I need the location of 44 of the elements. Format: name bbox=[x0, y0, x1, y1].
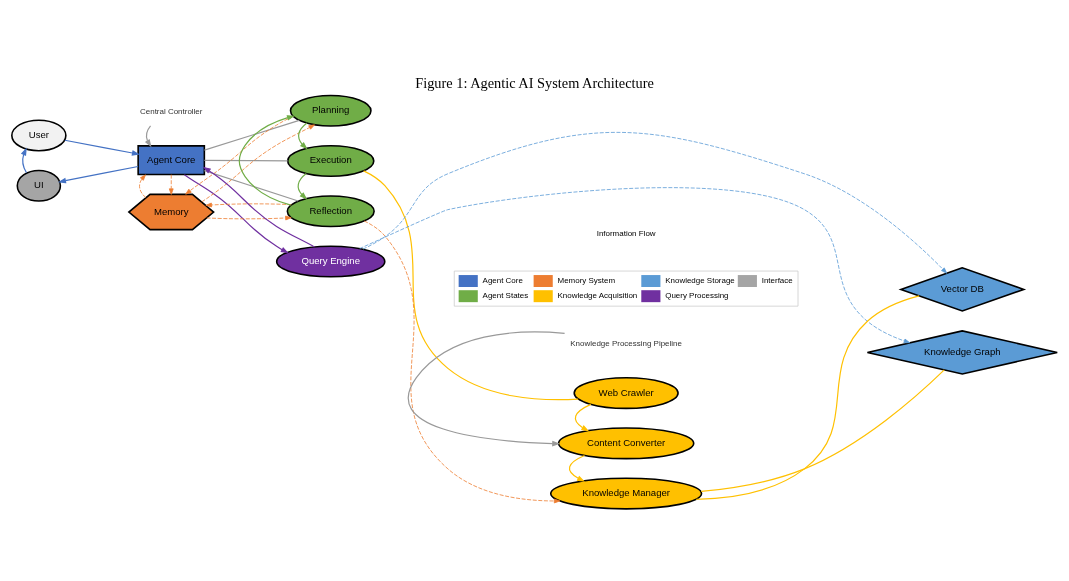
legend-label: Knowledge Acquisition bbox=[557, 290, 638, 300]
node-ellipse: User bbox=[11, 118, 67, 152]
connector bbox=[203, 159, 289, 161]
label: Information Flow bbox=[596, 228, 656, 238]
arrow bbox=[362, 131, 948, 274]
arrow bbox=[568, 454, 586, 482]
connector bbox=[203, 169, 299, 202]
arrow bbox=[58, 165, 139, 183]
arrow bbox=[185, 115, 294, 195]
arrow bbox=[168, 173, 174, 195]
connector bbox=[700, 368, 945, 492]
arrow bbox=[206, 215, 292, 220]
arrow bbox=[183, 173, 289, 253]
arrow bbox=[298, 121, 308, 149]
arrow bbox=[359, 186, 911, 343]
node-ellipse: UI bbox=[16, 169, 62, 202]
node-box: Agent Core bbox=[137, 144, 206, 175]
arrow bbox=[139, 173, 147, 198]
connector bbox=[363, 169, 579, 400]
diagram-title: Figure 1: Agentic AI System Architecture bbox=[415, 74, 654, 91]
arrow bbox=[297, 172, 308, 200]
legend-label: Agent Core bbox=[482, 275, 523, 285]
legend-label: Agent States bbox=[482, 290, 529, 300]
node-ellipse: Execution bbox=[286, 144, 375, 177]
node-diamond: Knowledge Graph bbox=[866, 329, 1059, 375]
legend-label: Query Processing bbox=[665, 290, 729, 300]
node-text: Central Controller bbox=[140, 106, 203, 116]
arrow bbox=[201, 123, 315, 202]
connector bbox=[203, 119, 300, 151]
connector bbox=[695, 294, 920, 500]
arrow bbox=[202, 166, 316, 247]
arrow bbox=[238, 114, 295, 206]
arrow bbox=[144, 124, 152, 147]
node-text: Knowledge Processing Pipeline bbox=[570, 338, 682, 348]
legend-label: Knowledge Storage bbox=[665, 275, 735, 285]
arrow bbox=[20, 147, 28, 173]
legend-label: Interface bbox=[761, 275, 793, 285]
arrow bbox=[574, 403, 592, 431]
arrow bbox=[407, 330, 566, 446]
node-ellipse: Planning bbox=[289, 94, 372, 127]
legend-label: Memory System bbox=[557, 275, 616, 285]
arrow bbox=[64, 139, 140, 156]
node-ellipse: Web Crawler bbox=[573, 376, 679, 409]
arrow bbox=[363, 220, 561, 503]
